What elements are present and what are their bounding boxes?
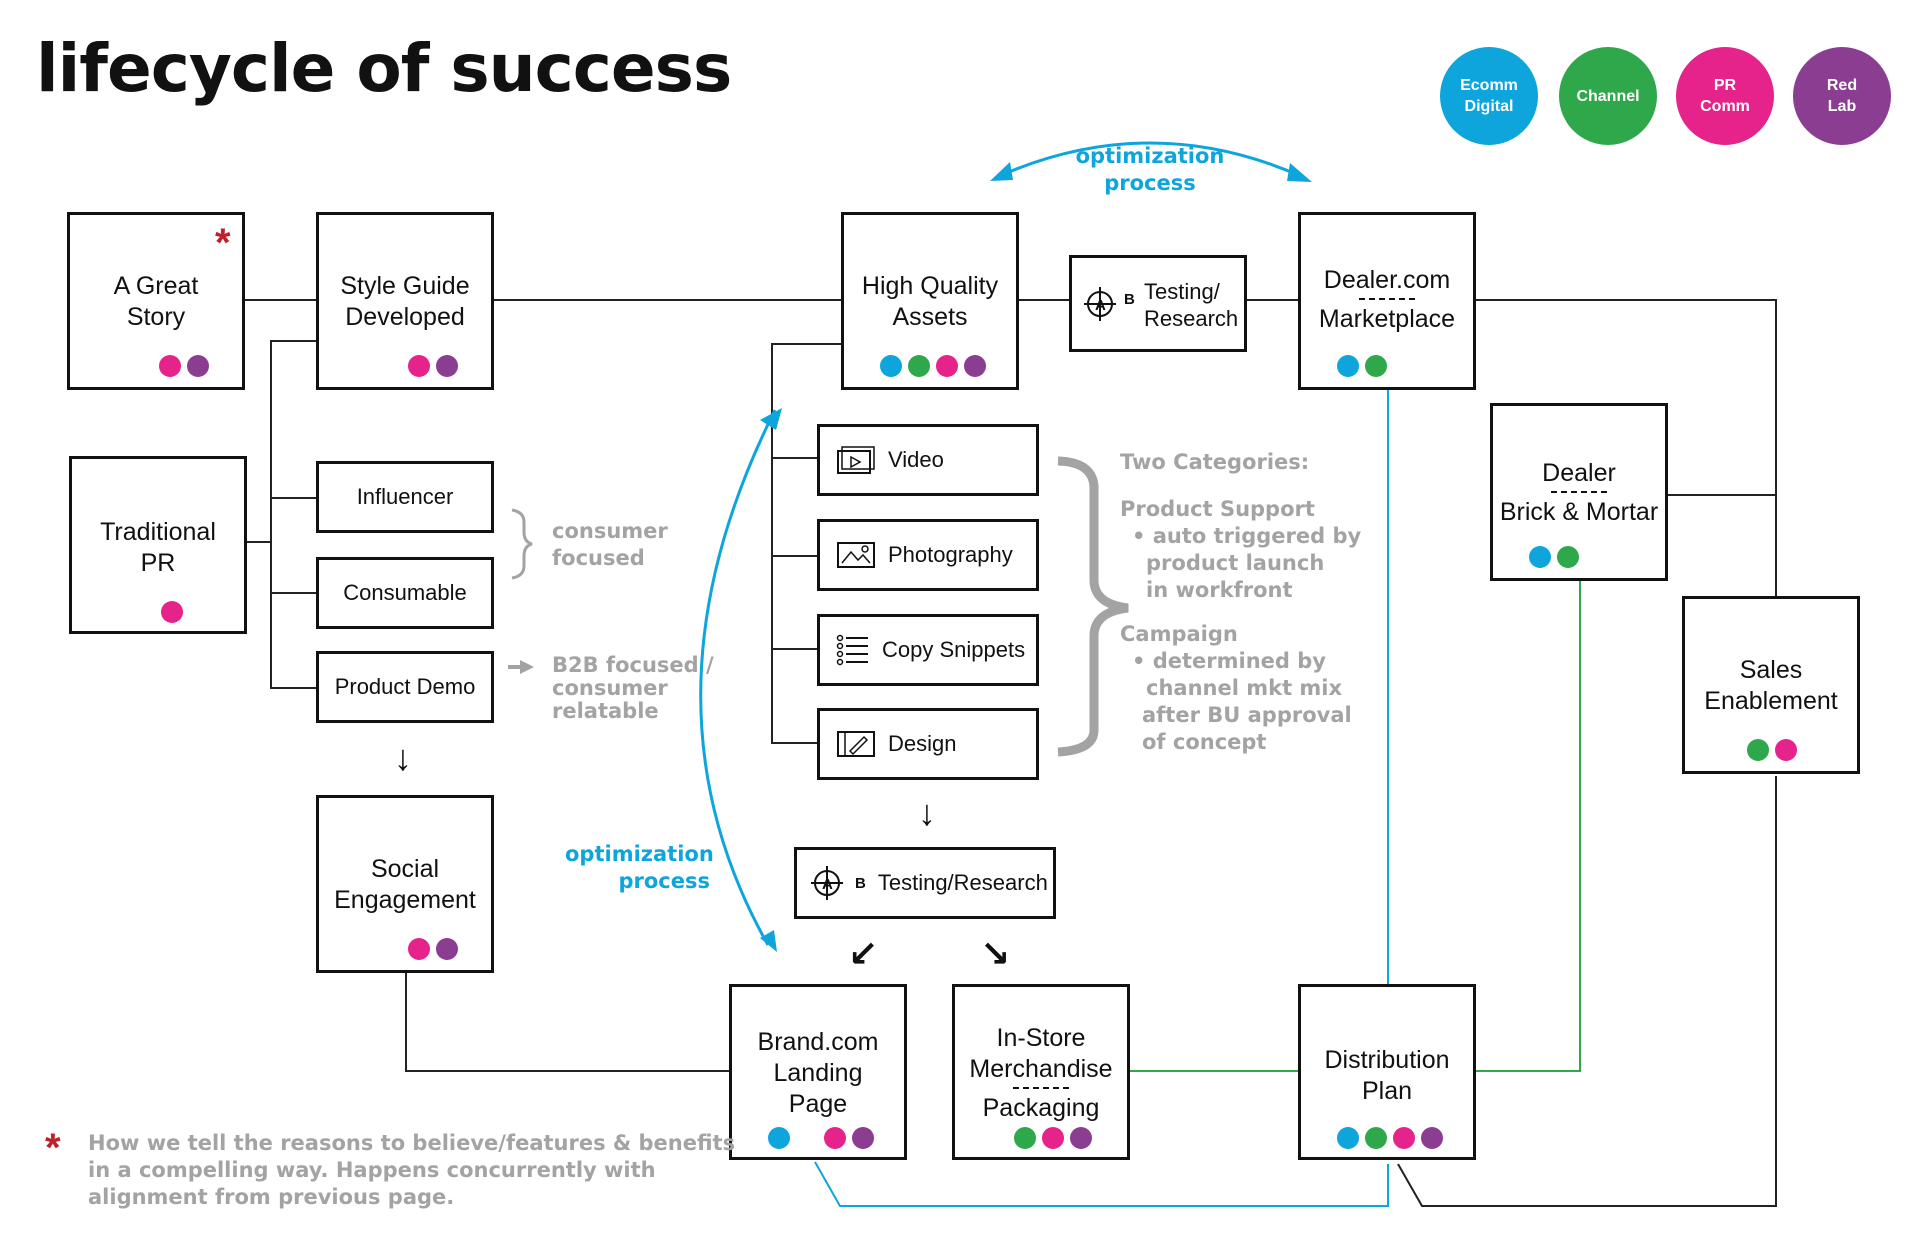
node-consumable: Consumable — [316, 557, 494, 629]
svg-text:A: A — [1095, 297, 1106, 314]
node-testing-research-mid: A B Testing/Research — [794, 847, 1056, 919]
photography-icon — [837, 542, 875, 568]
video-icon — [837, 446, 875, 474]
page-title: lifecycle of success — [36, 30, 732, 107]
arrow-down-icon: ↓ — [918, 792, 936, 833]
arrow-down-right-icon: ↘ — [980, 933, 1011, 974]
svg-text:A: A — [822, 876, 833, 893]
list-icon — [836, 634, 868, 666]
footnote: How we tell the reasons to believe/featu… — [88, 1131, 736, 1209]
node-design: Design — [817, 708, 1039, 780]
node-testing-research-top: A B Testing/Research — [1069, 255, 1247, 352]
note-two-categories: Two Categories: Product Support • auto t… — [1120, 450, 1362, 754]
arrow-down-icon: ↓ — [394, 737, 412, 778]
asterisk-icon: * — [215, 221, 231, 265]
legend-channel: Channel — [1559, 47, 1657, 145]
arrow-down-left-icon: ↙ — [848, 933, 879, 974]
node-photography: Photography — [817, 519, 1039, 591]
node-product-demo: Product Demo — [316, 651, 494, 723]
ab-b-label: B — [855, 874, 866, 892]
ab-target-icon: A — [811, 866, 843, 900]
node-influencer: Influencer — [316, 461, 494, 533]
design-icon — [837, 731, 875, 757]
ab-target-icon: A — [1084, 287, 1116, 321]
node-video: Video — [817, 424, 1039, 496]
node-copy-snippets: Copy Snippets — [817, 614, 1039, 686]
ab-b-label: B — [1124, 291, 1135, 308]
asterisk-icon: * — [45, 1126, 61, 1170]
